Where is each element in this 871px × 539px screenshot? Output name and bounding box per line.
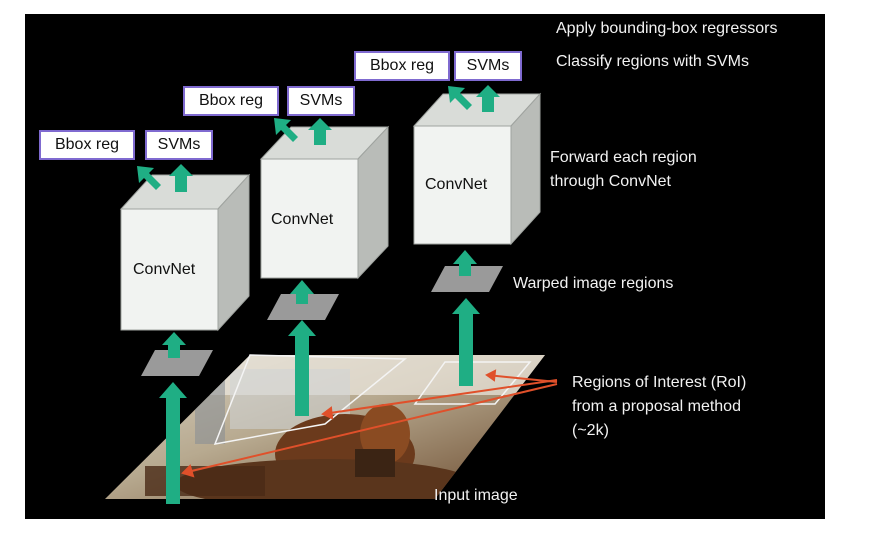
arrow-cnn-to-svm-2 [308, 118, 332, 145]
caption-roi-line1: Regions of Interest (RoI) [572, 374, 747, 391]
warped-region-2 [267, 294, 339, 320]
arrow-cnn-to-svm-3 [476, 85, 500, 112]
bbox-reg-box-1: Bbox reg [39, 130, 135, 160]
caption-forward-line1: Forward each region [550, 149, 697, 166]
bbox-reg-box-3: Bbox reg [354, 51, 450, 81]
caption-forward-line2: through ConvNet [550, 173, 671, 190]
svm-box-3: SVMs [454, 51, 522, 81]
arrow-warped-to-cnn-3 [453, 250, 477, 276]
caption-roi-line2: from a proposal method [572, 398, 741, 415]
arrow-warped-to-cnn-2 [290, 280, 314, 304]
warped-region-3 [431, 266, 503, 292]
caption-warped-regions: Warped image regions [513, 275, 674, 292]
warped-region-1 [141, 350, 213, 376]
convnet-label-1: ConvNet [133, 261, 196, 278]
arrow-image-to-warped-3 [452, 298, 480, 386]
arrow-image-to-warped-2 [288, 320, 316, 416]
arrow-cnn-to-svm-1 [169, 164, 193, 192]
arrow-image-to-warped-1 [159, 382, 187, 504]
svm-box-1: SVMs [145, 130, 213, 160]
caption-roi-line3: (~2k) [572, 422, 609, 439]
caption-classify-regions: Classify regions with SVMs [556, 53, 749, 70]
svm-box-2: SVMs [287, 86, 355, 116]
convnet-label-2: ConvNet [271, 211, 334, 228]
convnet-cube-3 [412, 92, 542, 246]
arrow-cnn-to-bbox-2 [274, 118, 298, 142]
bbox-reg-box-2: Bbox reg [183, 86, 279, 116]
input-image [105, 354, 545, 499]
arrow-cnn-to-bbox-1 [137, 166, 161, 190]
convnet-cube-2 [259, 125, 390, 280]
roi-pointers [181, 369, 558, 478]
convnet-cube-1 [119, 173, 251, 332]
slide: ConvNet ConvNet ConvNet Bbox reg SVMs Bb… [25, 14, 825, 519]
arrows-up [137, 85, 500, 504]
caption-input-image: Input image [434, 487, 518, 504]
convnet-label-3: ConvNet [425, 176, 488, 193]
caption-apply-regressors: Apply bounding-box regressors [556, 20, 778, 37]
rcnn-diagram [105, 85, 558, 504]
arrow-warped-to-cnn-1 [162, 332, 186, 358]
arrow-cnn-to-bbox-3 [448, 86, 472, 110]
